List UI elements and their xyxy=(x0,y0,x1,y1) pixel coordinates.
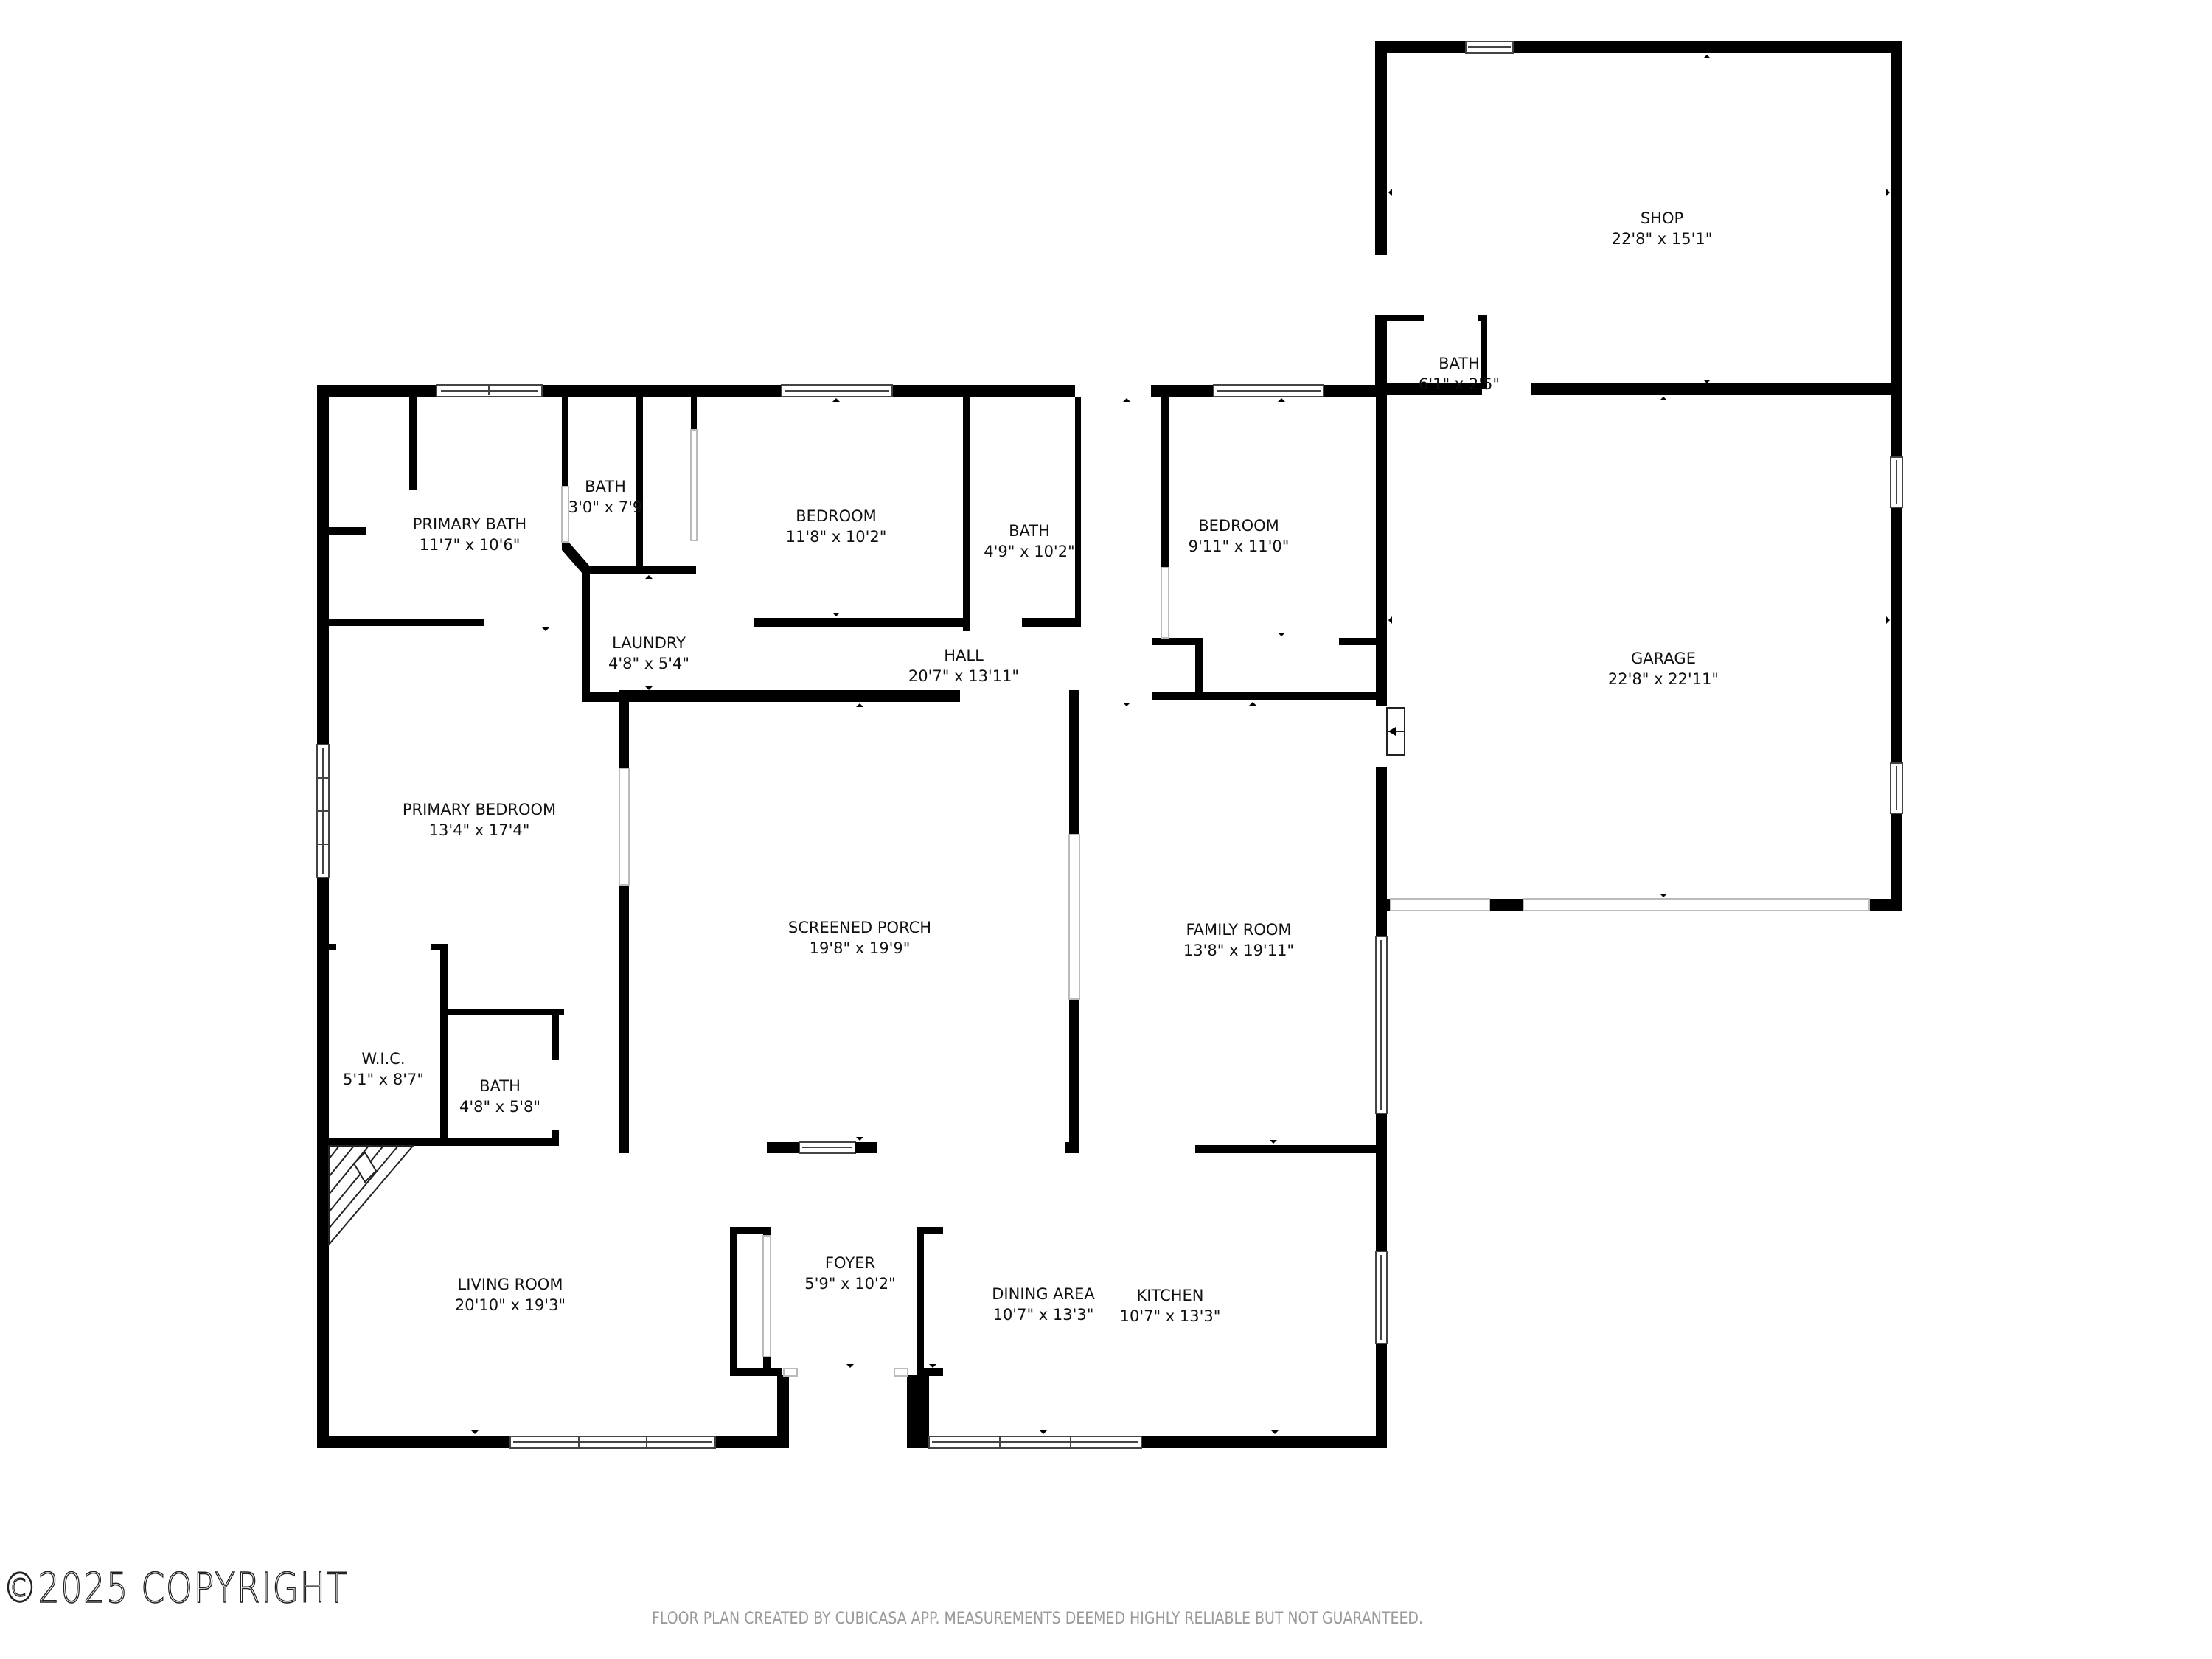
room-name: GARAGE xyxy=(1631,650,1696,667)
room-label-family-room: FAMILY ROOM 13'8" x 19'11" xyxy=(1183,919,1294,961)
room-label-kitchen: KITCHEN 10'7" x 13'3" xyxy=(1120,1285,1221,1326)
room-dimensions: 4'8" x 5'4" xyxy=(608,655,690,672)
fireplace xyxy=(328,1145,415,1247)
room-label-bath: BATH 4'9" x 10'2" xyxy=(984,521,1074,562)
door-openings xyxy=(561,429,1169,1377)
room-name: W.I.C. xyxy=(361,1050,406,1068)
room-dimensions: 11'8" x 10'2" xyxy=(785,528,887,546)
room-label-bath: BATH 6'1" x 2'5" xyxy=(1419,353,1500,394)
room-name: KITCHEN xyxy=(1136,1287,1204,1304)
room-name: BATH xyxy=(1009,522,1050,540)
room-name: PRIMARY BEDROOM xyxy=(402,801,557,818)
room-name: BEDROOM xyxy=(796,507,877,525)
room-name: SCREENED PORCH xyxy=(787,919,932,936)
room-dimensions: 5'9" x 10'2" xyxy=(804,1275,896,1293)
garage-step xyxy=(1386,707,1405,756)
room-label-foyer: FOYER 5'9" x 10'2" xyxy=(804,1253,895,1294)
room-name: BATH xyxy=(1439,355,1480,372)
room-name: SHOP xyxy=(1640,209,1684,227)
measurement-markers xyxy=(471,55,1890,1434)
room-dimensions: 22'8" x 15'1" xyxy=(1611,230,1713,248)
room-name: DINING AREA xyxy=(992,1285,1095,1303)
room-dimensions: 11'7" x 10'6" xyxy=(419,536,521,554)
room-label-bath: BATH 4'8" x 5'8" xyxy=(459,1076,540,1117)
room-label-hall: HALL 20'7" x 13'11" xyxy=(908,645,1019,686)
disclaimer-text: FLOOR PLAN CREATED BY CUBICASA APP. MEAS… xyxy=(652,1610,1423,1628)
house-windows xyxy=(316,384,1388,1449)
room-label-garage: GARAGE 22'8" x 22'11" xyxy=(1608,648,1719,689)
room-label-laundry: LAUNDRY 4'8" x 5'4" xyxy=(608,633,689,674)
room-label-bedroom: BEDROOM 11'8" x 10'2" xyxy=(786,506,887,547)
room-dimensions: 10'7" x 13'3" xyxy=(992,1306,1094,1324)
room-name: BATH xyxy=(479,1077,521,1095)
room-dimensions: 13'8" x 19'11" xyxy=(1183,942,1295,959)
room-name: PRIMARY BATH xyxy=(412,515,527,533)
room-name: HALL xyxy=(944,647,984,664)
room-label-bedroom: BEDROOM 9'11" x 11'0" xyxy=(1189,515,1290,557)
interior-walls xyxy=(329,385,1387,1376)
room-dimensions: 4'9" x 10'2" xyxy=(984,543,1075,560)
room-dimensions: 13'4" x 17'4" xyxy=(428,821,530,839)
room-dimensions: 20'7" x 13'11" xyxy=(908,667,1020,685)
room-name: FOYER xyxy=(824,1254,876,1272)
room-dimensions: 19'8" x 19'9" xyxy=(809,939,911,957)
garage-walls xyxy=(1376,383,1902,911)
room-label-primary-bath: PRIMARY BATH 11'7" x 10'6" xyxy=(413,514,526,555)
room-name: BEDROOM xyxy=(1198,517,1279,535)
room-label-dining-area: DINING AREA 10'7" x 13'3" xyxy=(992,1284,1095,1325)
room-name: LAUNDRY xyxy=(612,634,686,652)
room-name: LIVING ROOM xyxy=(457,1276,563,1293)
room-dimensions: 10'7" x 13'3" xyxy=(1119,1307,1221,1325)
room-label-primary-bedroom: PRIMARY BEDROOM 13'4" x 17'4" xyxy=(403,799,556,841)
room-label-living-room: LIVING ROOM 20'10" x 19'3" xyxy=(455,1274,566,1315)
room-name: FAMILY ROOM xyxy=(1186,921,1292,939)
room-label-screened-porch: SCREENED PORCH 19'8" x 19'9" xyxy=(788,917,931,959)
room-label-w-i-c: W.I.C. 5'1" x 8'7" xyxy=(343,1048,424,1090)
room-dimensions: 22'8" x 22'11" xyxy=(1607,670,1719,688)
room-dimensions: 4'8" x 5'8" xyxy=(459,1098,541,1116)
copyright-watermark: ©2025 COPYRIGHT xyxy=(2,1564,349,1613)
room-dimensions: 3'0" x 7'9 xyxy=(568,498,643,516)
room-dimensions: 9'11" x 11'0" xyxy=(1188,538,1290,555)
room-name: BATH xyxy=(585,478,626,495)
room-dimensions: 6'1" x 2'5" xyxy=(1418,375,1500,393)
room-label-bath: BATH 3'0" x 7'9 xyxy=(568,476,642,518)
room-label-shop: SHOP 22'8" x 15'1" xyxy=(1612,208,1713,249)
shop-window xyxy=(1465,41,1514,54)
room-dimensions: 20'10" x 19'3" xyxy=(454,1296,566,1314)
room-dimensions: 5'1" x 8'7" xyxy=(342,1071,425,1088)
garage-windows xyxy=(1890,456,1903,814)
